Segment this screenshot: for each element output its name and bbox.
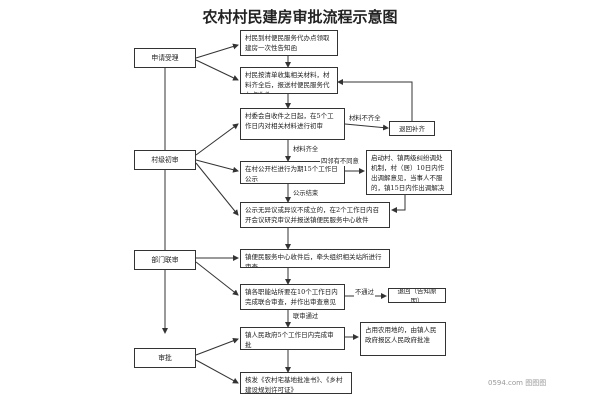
- page-title: 农村村民建房审批流程示意图: [202, 8, 398, 26]
- stage-approve: 审批: [134, 348, 196, 368]
- label-objection: 四邻有不同意: [320, 158, 360, 166]
- arrow-approve-b9: [195, 359, 239, 384]
- step-box-1: 村民到村便民服务代办点领取建房一次性告知函: [240, 30, 338, 56]
- arrow-village-b3: [195, 123, 239, 156]
- label-complete: 材料齐全: [292, 146, 320, 154]
- label-incomplete: 材料不齐全: [348, 115, 382, 123]
- step-box-4: 在村公开栏进行为期15个工作日公示: [240, 161, 345, 184]
- stage-apply: 申请受理: [134, 48, 196, 68]
- step-box-6: 镇便民服务中心收件后，牵头组织相关站所进行审查: [240, 249, 390, 268]
- step-box-9: 核发《农村宅基地批准书》、《乡村建设规划许可证》: [240, 372, 352, 394]
- stage-dept: 部门联审: [134, 250, 196, 270]
- arrow-apply-b2: [195, 59, 239, 81]
- watermark: 0594.com 图图图: [488, 379, 547, 387]
- return-notice-box: 退回（告知原因）: [388, 288, 446, 303]
- arrow-approve-b8: [195, 337, 239, 356]
- step-box-7: 镇各职能站所要在10个工作日内完成联合审查，并作出审查意见: [240, 284, 345, 310]
- step-box-3: 村委会自收件之日起，在5个工作日内对相关材料进行初审: [240, 108, 345, 140]
- step-box-5: 公示无异议或异议不成立的，在2个工作日内召开会议研究审议并报送镇便民服务中心收件: [240, 202, 390, 228]
- label-not-pass: 不通过: [354, 289, 375, 297]
- farmland-box: 占用农用地的，由镇人民政府报区人民政府批准: [360, 322, 446, 356]
- stage-village: 村级初审: [134, 150, 196, 170]
- dispute-box: 启动村、镇两级纠纷调处机制，村（居）10日内作出调解意见，当事人不服的，镇15日…: [366, 150, 452, 195]
- return-fix-box: 退回补齐: [389, 121, 435, 136]
- arrow-dept-b7: [195, 261, 239, 296]
- label-publish-end: 公示结束: [292, 190, 320, 198]
- arrow-village-b5: [195, 162, 239, 216]
- arrow-village-b4: [195, 159, 239, 173]
- arrow-apply-b1: [195, 43, 239, 59]
- label-pass: 联审通过: [292, 313, 320, 321]
- step-box-2: 村民按清单收集相关材料，材料齐全后，报送村便民服务代办点收件: [240, 67, 338, 94]
- step-box-8: 镇人民政府5个工作日内完成审批: [240, 327, 345, 350]
